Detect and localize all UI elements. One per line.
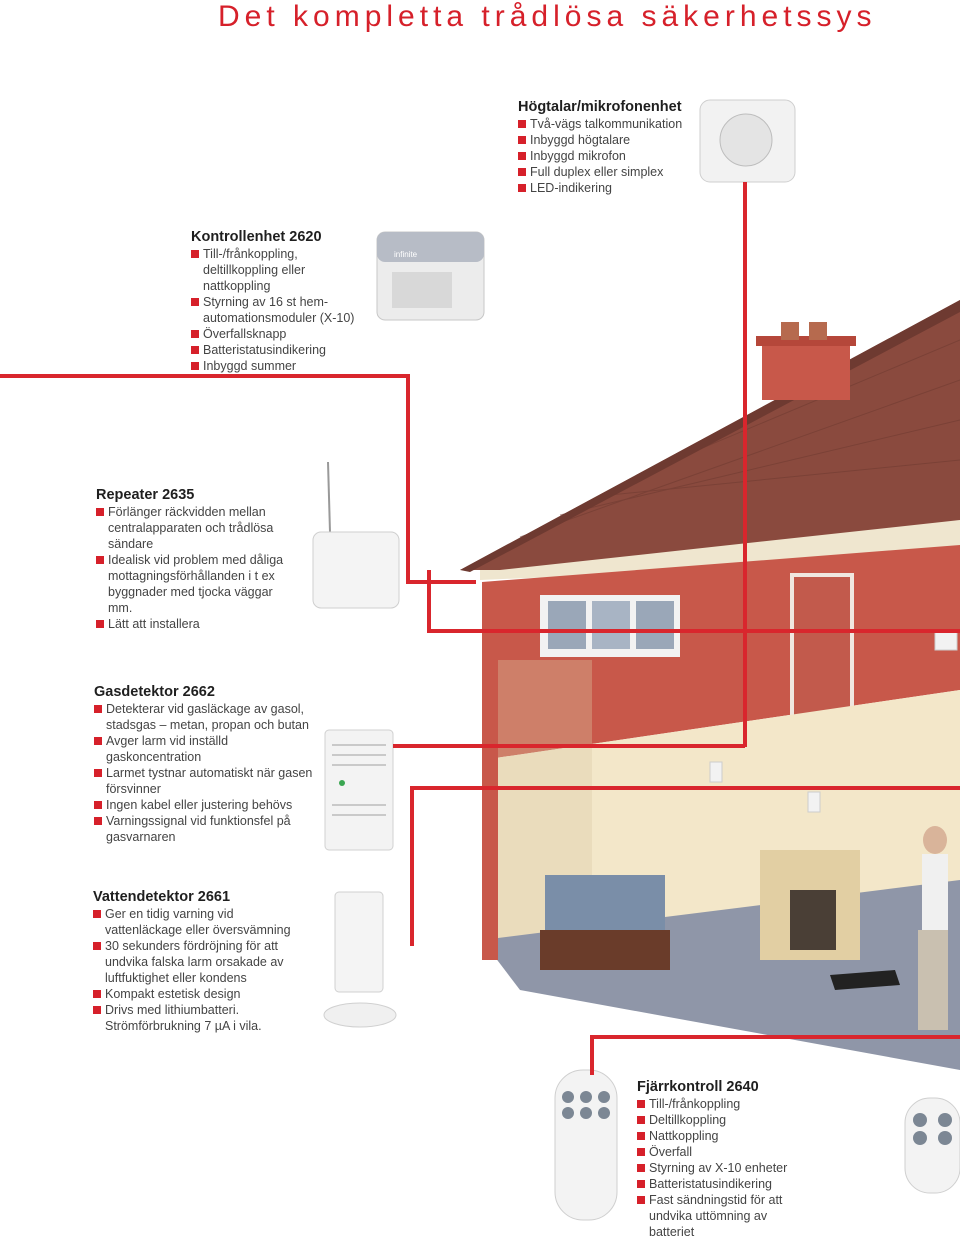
list-item: LED-indikering: [518, 180, 698, 196]
wall-sensor: [709, 761, 723, 783]
list-item: Överfallsknapp: [191, 326, 371, 342]
keyfob-device: [904, 1097, 960, 1194]
wire-control-horizontal: [0, 374, 410, 378]
speaker-device: [699, 99, 796, 183]
list-item: Varningssignal vid funktionsfel på gasva…: [94, 813, 319, 845]
list-item: Fast sändningstid för att undvika uttömn…: [637, 1192, 802, 1240]
wall-panel: [934, 629, 958, 651]
wire-remote-vertical: [590, 1035, 594, 1075]
list-item: Styrning av 16 st hem-automationsmoduler…: [191, 294, 371, 326]
wire-gas-horizontal: [393, 744, 745, 748]
person: [923, 826, 947, 854]
list-item: Ingen kabel eller justering behövs: [94, 797, 319, 813]
page-title: Det kompletta trådlösa säkerhetssys: [218, 0, 877, 33]
list-item: Full duplex eller simplex: [518, 164, 698, 180]
wire-repeater-horizontal: [427, 629, 960, 633]
list-item: Idealisk vid problem med dåliga mottagni…: [96, 552, 296, 616]
repeater-section: Repeater 2635 Förlänger räckvidden mella…: [96, 487, 296, 632]
remote-section: Fjärrkontroll 2640 Till-/frånkoppling De…: [637, 1079, 802, 1240]
list-item: Larmet tystnar automatiskt när gasen för…: [94, 765, 319, 797]
gas-section: Gasdetektor 2662 Detekterar vid gasläcka…: [94, 684, 319, 845]
wire-speaker-vertical: [743, 182, 747, 747]
list-item: Inbyggd mikrofon: [518, 148, 698, 164]
list-item: Nattkoppling: [637, 1128, 802, 1144]
remote-device: [554, 1069, 618, 1221]
wire-control-vertical: [406, 374, 410, 584]
list-item: Inbyggd högtalare: [518, 132, 698, 148]
list-item: 30 sekunders fördröjning för att undvika…: [93, 938, 303, 986]
water-heading: Vattendetektor 2661: [93, 889, 231, 905]
water-detector-device: [323, 891, 397, 1028]
control-heading: Kontrollenhet 2620: [191, 229, 322, 245]
list-item: Drivs med lithiumbatteri. Strömförbrukni…: [93, 1002, 303, 1034]
list-item: Till-/frånkoppling: [637, 1096, 802, 1112]
list-item: Avger larm vid inställd gaskoncentration: [94, 733, 319, 765]
speaker-section: Högtalar/mikrofonenhet Två-vägs talkommu…: [518, 99, 698, 196]
wire-control-to-house: [406, 580, 476, 584]
list-item: Ger en tidig varning vid vattenläckage e…: [93, 906, 303, 938]
gas-detector-device: [324, 729, 394, 851]
list-item: Batteristatusindikering: [637, 1176, 802, 1192]
list-item: Detekterar vid gasläckage av gasol, stad…: [94, 701, 319, 733]
list-item: Två-vägs talkommunikation: [518, 116, 698, 132]
chimney: [762, 340, 850, 400]
list-item: Kompakt estetisk design: [93, 986, 303, 1002]
list-item: Till-/frånkoppling, deltillkoppling elle…: [191, 246, 371, 294]
aquarium: [545, 875, 665, 930]
list-item: Inbyggd summer: [191, 358, 371, 374]
list-item: Deltillkoppling: [637, 1112, 802, 1128]
gas-heading: Gasdetektor 2662: [94, 684, 215, 700]
table: [830, 970, 900, 990]
list-item: Lätt att installera: [96, 616, 296, 632]
brand-text: infinite: [394, 250, 418, 259]
list-item: Styrning av X-10 enheter: [637, 1160, 802, 1176]
list-item: Överfall: [637, 1144, 802, 1160]
remote-heading: Fjärrkontroll 2640: [637, 1079, 759, 1095]
control-panel-device: [376, 231, 485, 321]
wire-water-horizontal: [410, 786, 960, 790]
speaker-heading: Högtalar/mikrofonenhet: [518, 99, 682, 115]
wire-repeater-vertical: [427, 570, 431, 632]
list-item: Förlänger räckvidden mellan centralappar…: [96, 504, 296, 552]
water-section: Vattendetektor 2661 Ger en tidig varning…: [93, 889, 303, 1034]
wall-sensor: [807, 791, 821, 813]
wire-water-vertical: [410, 786, 414, 946]
repeater-device: [312, 461, 400, 609]
repeater-heading: Repeater 2635: [96, 487, 195, 503]
wire-remote-horizontal: [590, 1035, 960, 1039]
control-section: Kontrollenhet 2620 Till-/frånkoppling, d…: [191, 229, 371, 374]
list-item: Batteristatusindikering: [191, 342, 371, 358]
